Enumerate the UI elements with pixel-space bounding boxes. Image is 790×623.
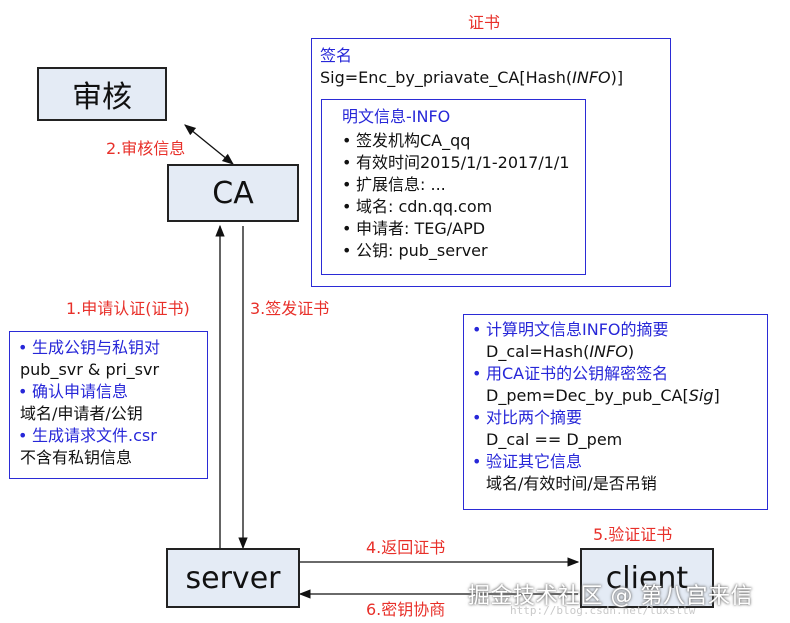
client-step: 对比两个摘要 D_cal == D_pem [470, 407, 720, 451]
client-step-detail-prefix: D_cal=Hash( [486, 342, 590, 361]
client-step-detail: 域名/有效时间/是否吊销 [486, 473, 720, 495]
certificate-title: 证书 [468, 13, 501, 32]
watermark-url: http://blog.csdn.net/luxsttw [510, 604, 696, 617]
server-node-label: server [185, 560, 281, 596]
signature-formula-prefix: Sig=Enc_by_priavate_CA[Hash( [320, 68, 573, 87]
client-step-detail-prefix: D_pem=Dec_by_pub_CA[ [486, 386, 689, 405]
client-step-title: 对比两个摘要 [486, 408, 583, 427]
server-step-title: 确认申请信息 [32, 382, 129, 401]
step-5-label: 5.验证证书 [593, 525, 673, 544]
client-steps-box: 计算明文信息INFO的摘要 D_cal=Hash(INFO) 用CA证书的公钥解… [463, 314, 768, 510]
ca-node: CA [167, 164, 299, 222]
step-6-label: 6.密钥协商 [366, 600, 446, 619]
signature-formula-info: INFO [572, 68, 611, 87]
client-steps-list: 计算明文信息INFO的摘要 D_cal=Hash(INFO) 用CA证书的公钥解… [470, 319, 720, 495]
signature-label: 签名 [320, 46, 353, 65]
client-step-title: 计算明文信息INFO的摘要 [486, 320, 669, 339]
server-steps-list: 生成公钥与私钥对 pub_svr & pri_svr 确认申请信息 域名/申请者… [16, 337, 160, 469]
server-node: server [166, 548, 300, 608]
certificate-box: 签名 Sig=Enc_by_priavate_CA[Hash(INFO)] 明文… [311, 38, 671, 287]
client-node-label: client [605, 560, 689, 596]
client-step: 验证其它信息 域名/有效时间/是否吊销 [470, 451, 720, 495]
server-steps-box: 生成公钥与私钥对 pub_svr & pri_svr 确认申请信息 域名/申请者… [9, 331, 208, 479]
step-2-label: 2.审核信息 [106, 139, 186, 158]
server-step: 生成请求文件.csr 不含有私钥信息 [16, 425, 160, 469]
audit-ca-arrow [184, 124, 234, 165]
info-item: 域名: cdn.qq.com [340, 196, 570, 218]
client-step-detail: D_pem=Dec_by_pub_CA[Sig] [486, 385, 720, 407]
client-node: client [580, 548, 714, 608]
client-step: 计算明文信息INFO的摘要 D_cal=Hash(INFO) [470, 319, 720, 363]
step-1-label: 1.申请认证(证书) [66, 299, 190, 318]
ca-node-label: CA [212, 175, 254, 211]
client-step: 用CA证书的公钥解密签名 D_pem=Dec_by_pub_CA[Sig] [470, 363, 720, 407]
server-step: 确认申请信息 域名/申请者/公钥 [16, 381, 160, 425]
client-step-detail-suffix: ] [713, 386, 720, 405]
plaintext-info-box: 明文信息-INFO 签发机构CA_qq 有效时间2015/1/1-2017/1/… [321, 99, 586, 275]
audit-node-label: 审核 [72, 80, 132, 115]
info-item: 申请者: TEG/APD [340, 218, 570, 240]
info-item: 扩展信息: ... [340, 174, 570, 196]
server-step-detail: pub_svr & pri_svr [20, 360, 160, 379]
info-item: 签发机构CA_qq [340, 130, 570, 152]
audit-node: 审核 [37, 67, 167, 121]
signature-formula: Sig=Enc_by_priavate_CA[Hash(INFO)] [320, 67, 623, 89]
server-step-title: 生成请求文件.csr [32, 426, 157, 445]
server-step-detail: 域名/申请者/公钥 [20, 404, 143, 423]
client-step-detail-suffix: ) [627, 342, 635, 361]
client-step-detail: D_cal=Hash(INFO) [486, 341, 720, 363]
client-step-detail-prefix: D_cal == D_pem [486, 430, 623, 449]
server-step-detail: 不含有私钥信息 [20, 448, 133, 467]
client-step-detail: D_cal == D_pem [486, 429, 720, 451]
client-step-detail-prefix: 域名/有效时间/是否吊销 [486, 474, 657, 493]
signature-formula-suffix: )] [610, 68, 624, 87]
info-item: 有效时间2015/1/1-2017/1/1 [340, 152, 570, 174]
info-item: 公钥: pub_server [340, 240, 570, 262]
info-list: 签发机构CA_qq 有效时间2015/1/1-2017/1/1 扩展信息: ..… [340, 130, 570, 262]
client-step-detail-italic: INFO [589, 342, 628, 361]
server-step: 生成公钥与私钥对 pub_svr & pri_svr [16, 337, 160, 381]
step-3-label: 3.签发证书 [250, 299, 330, 318]
client-step-title: 验证其它信息 [486, 452, 583, 471]
step-4-label: 4.返回证书 [366, 538, 446, 557]
client-step-title: 用CA证书的公钥解密签名 [486, 364, 669, 383]
server-step-title: 生成公钥与私钥对 [32, 338, 161, 357]
client-step-detail-italic: Sig [688, 386, 714, 405]
info-title: 明文信息-INFO [342, 107, 451, 126]
watermark-text: 掘金技术社区 @ 第八宫来信 [468, 584, 753, 609]
